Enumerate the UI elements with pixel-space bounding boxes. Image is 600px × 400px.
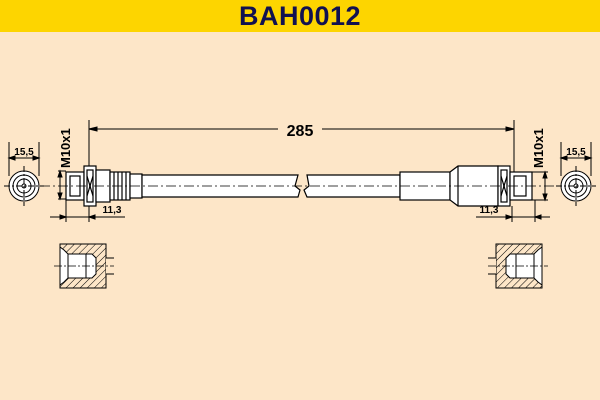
length-dimension: [88, 120, 515, 172]
left-end-view: [4, 142, 44, 206]
left-fitting-length-label: 11,3: [103, 205, 122, 216]
left-thread-label: M10x1: [58, 128, 73, 168]
right-fitting-length-label: 11,3: [480, 205, 499, 216]
right-thread-dimension: [532, 170, 548, 202]
right-width-label: 15,5: [566, 147, 586, 158]
left-fitting-dimension: [50, 200, 125, 222]
left-width-label: 15,5: [14, 147, 34, 158]
part-number-title: BAH0012: [238, 0, 362, 31]
title-bar: BAH0012: [0, 0, 600, 32]
left-thread-dimension: [57, 169, 66, 201]
left-port-section: [54, 243, 114, 289]
right-end-view: [556, 142, 596, 206]
right-port-section: [488, 243, 548, 289]
right-fitting-dimension: [476, 200, 550, 222]
right-thread-label: M10x1: [531, 128, 546, 168]
length-label: 285: [287, 123, 314, 140]
